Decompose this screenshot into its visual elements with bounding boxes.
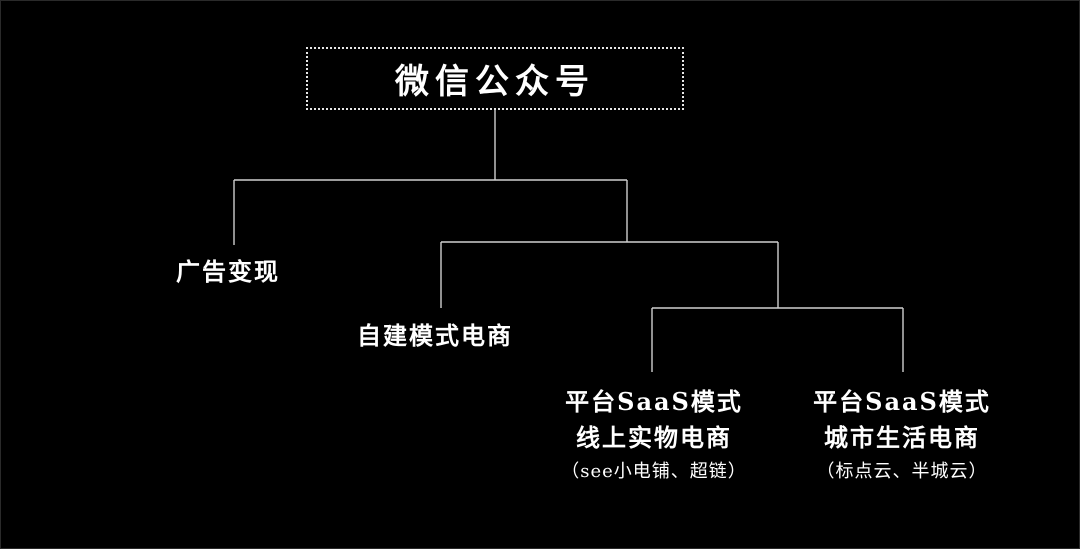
branch-ad-label: 广告变现 <box>176 257 280 286</box>
root-title: 微信公众号 <box>395 62 595 102</box>
leaf-local-line2: 城市生活电商 <box>824 423 980 452</box>
leaf-physical-line2: 线上实物电商 <box>576 423 732 452</box>
leaf-physical-line1: 平台SaaS模式 <box>565 387 743 416</box>
leaf-local-ecommerce: 平台SaaS模式 城市生活电商 （标点云、半城云） <box>792 384 1012 486</box>
branch-self-label: 自建模式电商 <box>357 321 513 350</box>
leaf-physical-examples: （see小电铺、超链） <box>561 461 747 482</box>
leaf-physical-ecommerce: 平台SaaS模式 线上实物电商 （see小电铺、超链） <box>544 384 764 486</box>
leaf-local-line1: 平台SaaS模式 <box>813 387 991 416</box>
leaf-local-examples: （标点云、半城云） <box>816 461 988 482</box>
root-node: 微信公众号 <box>306 47 684 110</box>
